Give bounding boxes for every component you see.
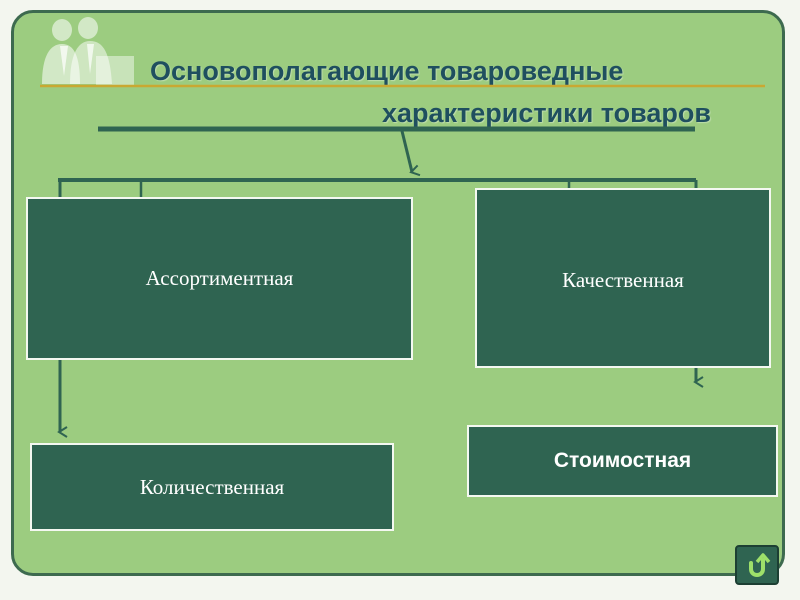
box-quantity: Количественная <box>30 443 394 531</box>
slide-title: Основополагающие товароведные характерис… <box>150 50 715 134</box>
box-cost-label: Стоимостная <box>553 449 692 472</box>
box-assortment: Ассортиментная <box>26 197 413 360</box>
return-button[interactable] <box>735 545 779 585</box>
return-arrow-icon <box>749 553 771 578</box>
title-line-2: характеристики товаров <box>381 98 711 128</box>
title-line-1: Основополагающие товароведные <box>150 56 624 86</box>
box-assortment-label: Ассортиментная <box>145 266 294 290</box>
box-quality-label: Качественная <box>562 268 684 292</box>
box-cost: Стоимостная <box>467 425 778 497</box>
box-quantity-label: Количественная <box>139 474 285 499</box>
box-quality: Качественная <box>475 188 771 368</box>
people-silhouette-logo <box>42 17 134 86</box>
